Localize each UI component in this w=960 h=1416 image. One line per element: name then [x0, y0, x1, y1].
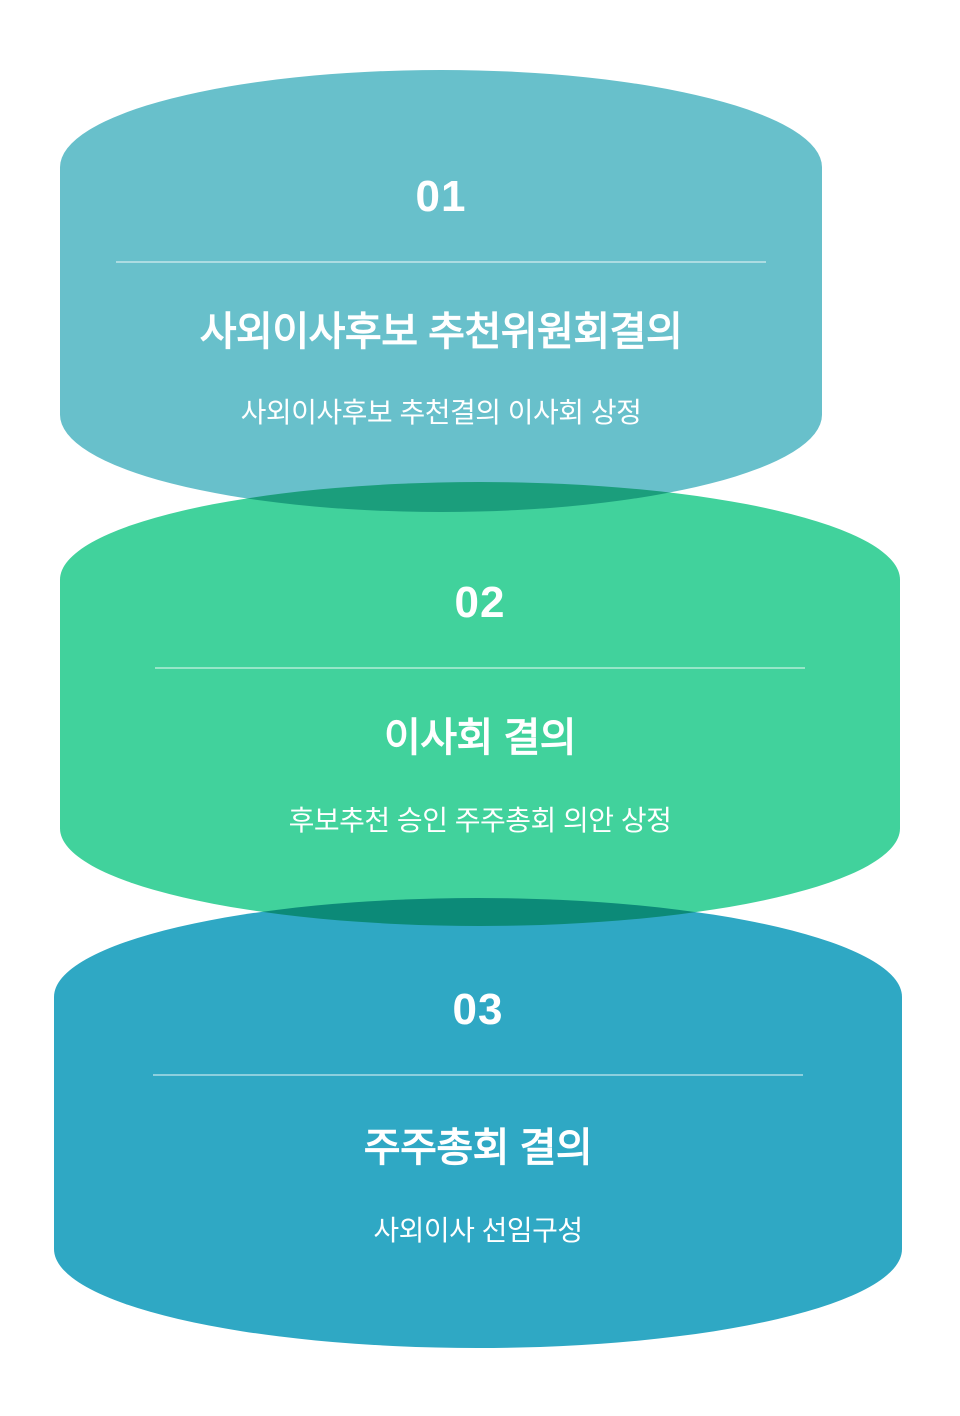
step-title-01: 사외이사후보 추천위원회결의: [199, 310, 683, 354]
step-divider-01: [116, 261, 766, 263]
step-card-01[interactable]: 01 사외이사후보 추천위원회결의 사외이사후보 추천결의 이사회 상정: [60, 70, 822, 512]
step-title-03: 주주총회 결의: [363, 1126, 593, 1170]
step-card-02[interactable]: 02 이사회 결의 후보추천 승인 주주총회 의안 상정: [60, 482, 900, 926]
step-shape-02: [60, 482, 900, 926]
step-divider-03: [153, 1074, 803, 1076]
step-number-01: 01: [415, 172, 467, 221]
step-description-02: 후보추천 승인 주주총회 의안 상정: [288, 805, 672, 836]
step-divider-02: [155, 667, 805, 669]
step-description-03: 사외이사 선임구성: [373, 1215, 583, 1246]
step-number-02: 02: [454, 578, 506, 627]
step-card-03[interactable]: 03 주주총회 결의 사외이사 선임구성: [54, 898, 902, 1348]
step-description-01: 사외이사후보 추천결의 이사회 상정: [240, 397, 642, 428]
step-shape-01: [60, 70, 822, 512]
step-title-02: 이사회 결의: [383, 716, 577, 760]
step-number-03: 03: [452, 985, 504, 1034]
step-shape-03: [54, 898, 902, 1348]
